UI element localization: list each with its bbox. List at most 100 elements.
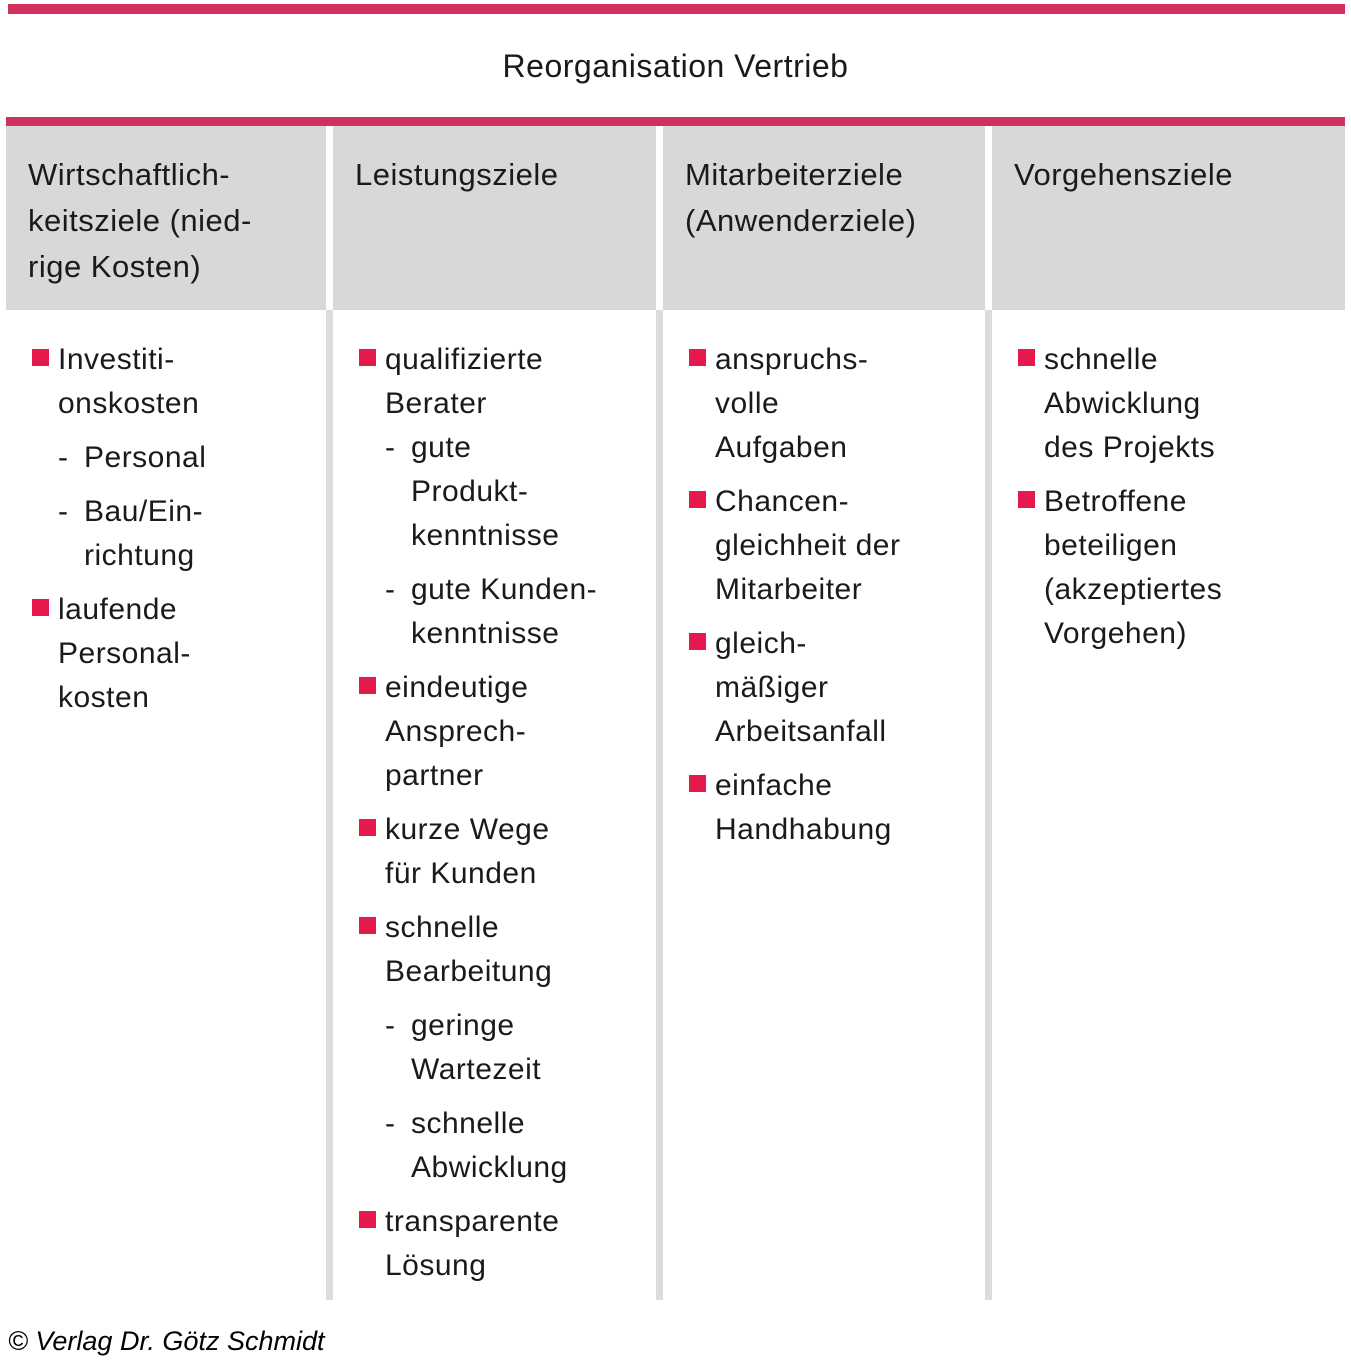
goal-subitem-line: Personal bbox=[84, 441, 207, 474]
goal-item-line: anspruchs- bbox=[715, 343, 869, 376]
dash-marker: - bbox=[385, 1009, 396, 1042]
goal-item-line: Handhabung bbox=[715, 813, 892, 846]
goal-subitem-line: schnelle bbox=[411, 1107, 526, 1140]
bullet-square-icon bbox=[1018, 491, 1035, 508]
column-header: Mitarbeiterziele(Anwenderziele) bbox=[663, 126, 985, 310]
dash-marker: - bbox=[58, 441, 69, 474]
goal-item-line: Investiti- bbox=[58, 343, 175, 376]
goal-item-line: gleich- bbox=[715, 627, 807, 660]
bullet-square-icon bbox=[359, 917, 376, 934]
bullet-square-icon bbox=[359, 819, 376, 836]
column-divider bbox=[656, 310, 663, 1300]
goal-item-line: Ansprech- bbox=[385, 715, 527, 748]
bullet-square-icon bbox=[359, 1211, 376, 1228]
column-divider bbox=[985, 310, 992, 1300]
bullet-square-icon bbox=[359, 349, 376, 366]
goal-item-text: Investiti-onskosten -Personal -Bau/Ein-ric… bbox=[58, 338, 320, 578]
column-header: Wirtschaftlich-keitsziele (nied-rige Kos… bbox=[6, 126, 326, 310]
page-title: Reorganisation Vertrieb bbox=[502, 48, 849, 84]
goal-item-line: Abwicklung bbox=[1044, 387, 1201, 420]
goal-subitem: -Bau/Ein-richtung bbox=[58, 490, 320, 578]
goal-item-line: laufende bbox=[58, 593, 178, 626]
bullet-square-icon bbox=[359, 677, 376, 694]
header-column-gap bbox=[985, 126, 992, 310]
goal-item: Investiti-onskosten -Personal -Bau/Ein-ric… bbox=[32, 338, 320, 578]
goal-item-line: Personal- bbox=[58, 637, 191, 670]
column-header-line: Wirtschaftlich- bbox=[28, 157, 231, 192]
goal-item-line: Chancen- bbox=[715, 485, 850, 518]
goal-item-line: Mitarbeiter bbox=[715, 573, 863, 606]
goal-item-line: Berater bbox=[385, 387, 487, 420]
goal-subitem-line: geringe bbox=[411, 1009, 515, 1042]
top-red-bar bbox=[8, 4, 1345, 14]
goal-subitem-line: Abwicklung bbox=[411, 1151, 568, 1184]
goal-item-line: Betroffene bbox=[1044, 485, 1187, 518]
goal-subitem-line: kenntnisse bbox=[411, 519, 560, 552]
bullet-square-icon bbox=[1018, 349, 1035, 366]
header-column-gap bbox=[326, 126, 333, 310]
goal-item-line: qualifizierte bbox=[385, 343, 544, 376]
goal-item-line: (akzeptiertes bbox=[1044, 573, 1223, 606]
goals-table: Wirtschaftlich-keitsziele (nied-rige Kos… bbox=[6, 117, 1345, 1300]
copyright-text: © Verlag Dr. Götz Schmidt bbox=[8, 1326, 325, 1356]
goal-item-line: schnelle bbox=[1044, 343, 1159, 376]
goal-subitem-line: gute Kunden- bbox=[411, 573, 598, 606]
column-header-line: keitsziele (nied- bbox=[28, 203, 252, 238]
bullet-square-icon bbox=[32, 599, 49, 616]
column-header: Vorgehensziele bbox=[992, 126, 1345, 310]
table-header-row: Wirtschaftlich-keitsziele (nied-rige Kos… bbox=[6, 126, 1345, 310]
goal-subitem-line: Wartezeit bbox=[411, 1053, 542, 1086]
goal-item-line: Vorgehen) bbox=[1044, 617, 1187, 650]
goal-item-line: transparente bbox=[385, 1205, 560, 1238]
goal-subitem: -Personal bbox=[58, 436, 320, 480]
goal-item-line: onskosten bbox=[58, 387, 200, 420]
goal-item-line: kosten bbox=[58, 681, 150, 714]
goal-item-line: eindeutige bbox=[385, 671, 529, 704]
dash-marker: - bbox=[385, 431, 396, 464]
goal-item-line: schnelle bbox=[385, 911, 500, 944]
table-top-red-bar bbox=[6, 117, 1345, 126]
bullet-square-icon bbox=[689, 349, 706, 366]
goal-subitem-line: Produkt- bbox=[411, 475, 529, 508]
goal-subitem-line: gute bbox=[411, 431, 472, 464]
goal-item-line: einfache bbox=[715, 769, 833, 802]
goal-item-line: für Kunden bbox=[385, 857, 537, 890]
column-divider bbox=[326, 310, 333, 1300]
column-header-line: Leistungsziele bbox=[355, 157, 559, 192]
column-header-line: rige Kosten) bbox=[28, 249, 202, 284]
dash-marker: - bbox=[58, 495, 69, 528]
goal-item-line: mäßiger bbox=[715, 671, 829, 704]
goal-item-line: partner bbox=[385, 759, 484, 792]
dash-marker: - bbox=[385, 573, 396, 606]
dash-marker: - bbox=[385, 1107, 396, 1140]
column-header: Leistungsziele bbox=[333, 126, 656, 310]
